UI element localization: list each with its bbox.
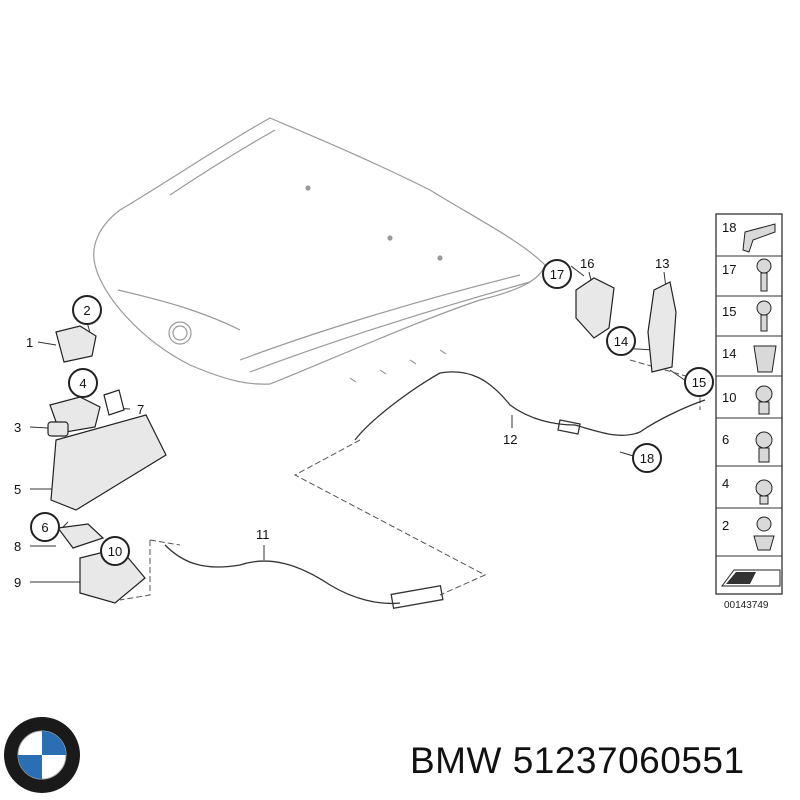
brand-part-number: BMW 51237060551 [410,740,745,781]
callout-14: 14 [606,326,636,356]
callout-16: 16 [580,256,595,271]
callout-5: 5 [14,482,22,497]
parts-legend-panel [715,213,783,595]
callout-4: 4 [68,368,98,398]
legend-label-15: 15 [722,304,737,319]
callout-8: 8 [14,539,22,554]
legend-label-2: 2 [722,518,730,533]
release-cable-12 [354,371,706,441]
diagram-code: 00143749 [724,600,769,611]
callout-3: 3 [14,420,22,435]
legend-label-18: 18 [722,220,737,235]
callout-12: 12 [503,432,518,447]
legend-label-14: 14 [722,346,737,361]
callout-11: 11 [256,527,270,542]
callout-7: 7 [137,402,145,417]
legend-label-4: 4 [722,476,730,491]
callout-2: 2 [72,295,102,325]
callout-18: 18 [632,443,662,473]
callout-1: 1 [26,335,34,350]
legend-label-17: 17 [722,262,737,277]
callout-17: 17 [542,259,572,289]
callout-10: 10 [100,536,130,566]
right-hinge-assembly [575,277,677,373]
callout-13: 13 [655,256,670,271]
dashed-guides [119,359,701,601]
callout-6: 6 [30,512,60,542]
release-cable-11 [164,544,444,609]
left-lock-assembly [47,325,167,604]
legend-label-6: 6 [722,432,730,447]
callout-15: 15 [684,367,714,397]
bmw-roundel-logo [4,717,80,793]
callout-9: 9 [14,575,22,590]
legend-label-10: 10 [722,390,737,405]
hood-outline [93,117,546,385]
